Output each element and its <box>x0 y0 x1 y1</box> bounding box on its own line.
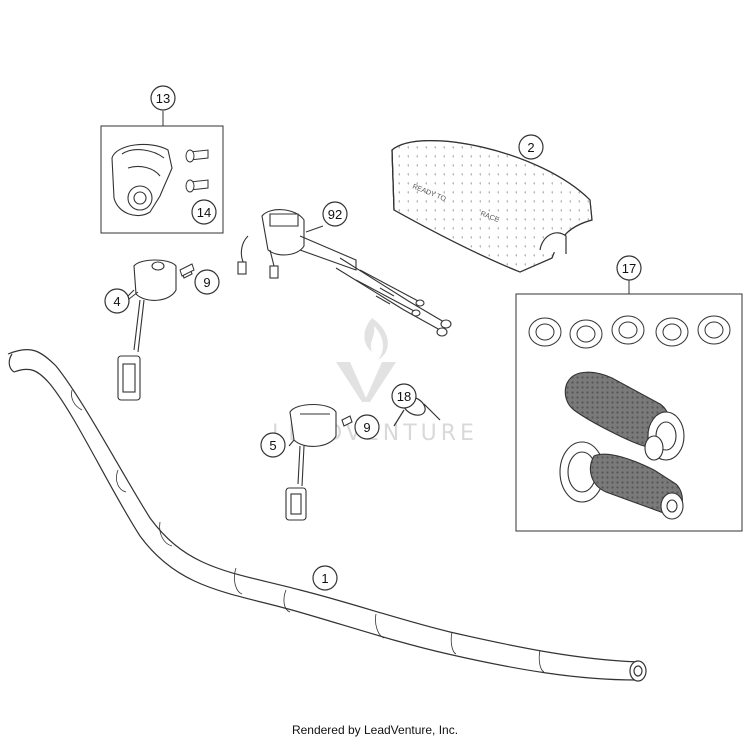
callout-9a: 9 <box>194 269 220 295</box>
svg-text:2: 2 <box>527 140 534 155</box>
callout-17: 17 <box>616 255 642 281</box>
callout-5: 5 <box>260 432 286 458</box>
callout-4: 4 <box>104 288 130 314</box>
left-switch <box>117 259 193 401</box>
callout-1: 1 <box>312 565 338 591</box>
callout-92: 92 <box>322 201 348 227</box>
right-switch <box>285 403 353 521</box>
svg-text:14: 14 <box>197 205 211 220</box>
callout-14: 14 <box>191 199 217 225</box>
handlebar <box>7 349 647 682</box>
svg-text:4: 4 <box>113 294 120 309</box>
svg-text:92: 92 <box>328 207 342 222</box>
screw-9a <box>179 263 195 277</box>
svg-text:5: 5 <box>269 438 276 453</box>
callout-18: 18 <box>391 383 417 409</box>
leader-lines <box>128 225 324 300</box>
footer-credit: Rendered by LeadVenture, Inc. <box>291 723 459 737</box>
callouts: 13 14 2 92 9 4 17 18 9 5 1 <box>104 85 642 591</box>
left-grip <box>564 371 685 461</box>
throttle-cams <box>528 315 731 349</box>
callout-2: 2 <box>518 134 544 160</box>
bar-pad: READY TO RACE <box>391 140 593 273</box>
clamp-part <box>111 143 173 216</box>
callout-9b: 9 <box>354 414 380 440</box>
svg-text:17: 17 <box>622 261 636 276</box>
svg-text:1: 1 <box>321 571 328 586</box>
svg-text:9: 9 <box>363 420 370 435</box>
svg-text:18: 18 <box>397 389 411 404</box>
grip-kit-box <box>515 280 743 532</box>
callout-13: 13 <box>150 85 176 111</box>
svg-text:9: 9 <box>203 275 210 290</box>
bolt-part <box>185 149 209 193</box>
throttle-assembly <box>237 209 452 337</box>
svg-text:13: 13 <box>156 91 170 106</box>
clamp-kit-box <box>100 111 224 234</box>
right-grip <box>559 441 684 520</box>
